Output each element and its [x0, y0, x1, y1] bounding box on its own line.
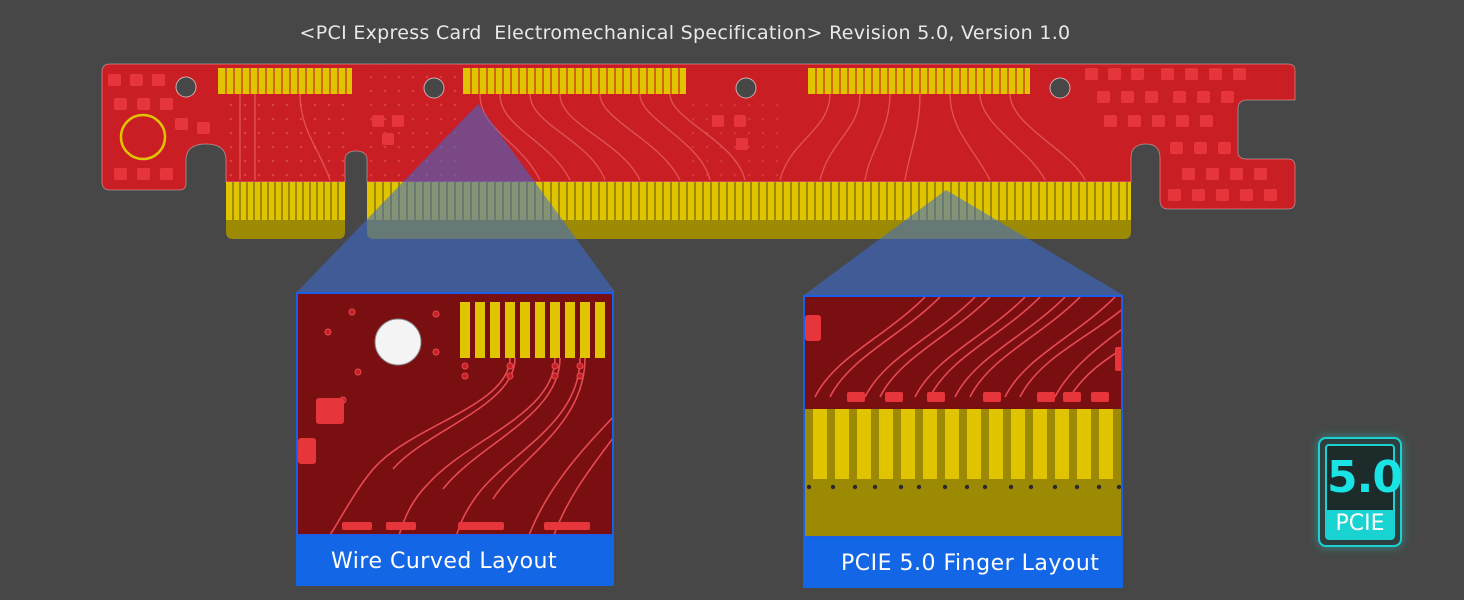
- zoom-projection-left: [297, 104, 615, 292]
- zoom-mounting-hole: [374, 318, 422, 366]
- caption-finger-layout: PCIE 5.0 Finger Layout: [803, 538, 1123, 588]
- badge-label: PCIE: [1327, 510, 1393, 538]
- fiducial-ring: [119, 113, 167, 161]
- smd-pads-right: [1085, 68, 1277, 201]
- badge-version-number: 5.0: [1327, 452, 1403, 503]
- caption-wire-curved-layout: Wire Curved Layout: [296, 536, 614, 586]
- smd-pads-left: [108, 74, 748, 180]
- pcb-traces: [239, 93, 1086, 181]
- zoom-gold-fingers: [813, 409, 1113, 479]
- zoom-gold-base: [805, 409, 1121, 536]
- zoom-panel-finger-layout: [803, 295, 1123, 538]
- zoom-projection-right: [804, 190, 1123, 295]
- caption-finger-layout-text: PCIE 5.0 Finger Layout: [841, 550, 1100, 576]
- top-gold-pads: [218, 68, 1030, 94]
- zoom-gold-pads: [460, 302, 605, 358]
- spec-title: <PCI Express Card Electromechanical Spec…: [299, 22, 1071, 44]
- mounting-holes: [175, 76, 1071, 99]
- zoom-panel-wire-layout: [296, 292, 614, 536]
- pcie-version-badge: 5.0 PCIE: [1318, 437, 1403, 547]
- caption-wire-curved-layout-text: Wire Curved Layout: [331, 548, 558, 574]
